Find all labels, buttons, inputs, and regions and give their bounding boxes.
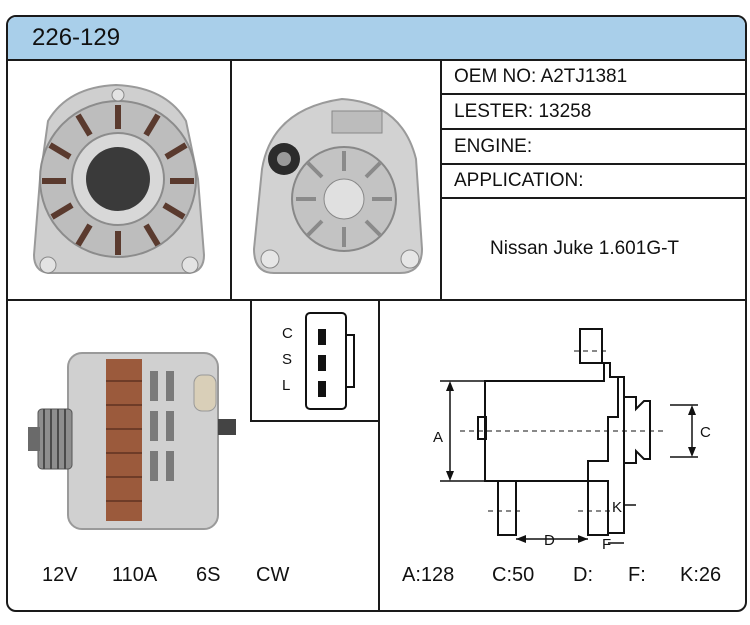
dim-label-d: D bbox=[544, 532, 555, 549]
dim-label-k: K bbox=[612, 499, 622, 516]
divider-middle bbox=[8, 299, 745, 301]
spec-pulley: 6S bbox=[196, 564, 221, 586]
dim-label-f: F bbox=[602, 536, 611, 553]
divider-info-3 bbox=[440, 163, 745, 165]
dimension-drawing: A C D F K bbox=[433, 328, 711, 553]
divider-top-1 bbox=[230, 59, 232, 299]
alternator-rear-view bbox=[32, 83, 206, 274]
application-label: APPLICATION: bbox=[454, 170, 584, 191]
application-value: Nissan Juke 1.601G-T bbox=[490, 238, 680, 259]
product-sheet: 226-129 OEM NO: A2TJ1381 LESTER: 13258 E… bbox=[6, 15, 747, 612]
pin-label-l: L bbox=[282, 377, 291, 394]
dim-label-c: C bbox=[700, 424, 711, 441]
spec-voltage: 12V bbox=[42, 564, 78, 586]
pin-label-s: S bbox=[282, 351, 293, 368]
lester-number: LESTER: 13258 bbox=[454, 101, 592, 122]
dim-value-d: D: bbox=[573, 564, 593, 586]
alternator-back-view bbox=[252, 97, 424, 274]
dim-value-k: K:26 bbox=[680, 564, 722, 586]
engine-label: ENGINE: bbox=[454, 136, 533, 157]
divider-info-4 bbox=[440, 197, 745, 199]
pin-label-c: C bbox=[282, 325, 293, 342]
oem-number: OEM NO: A2TJ1381 bbox=[454, 66, 628, 87]
spec-rotation: CW bbox=[256, 564, 290, 586]
connector-diagram bbox=[305, 312, 355, 410]
spec-amperage: 110A bbox=[112, 564, 158, 586]
dim-value-f: F: bbox=[628, 564, 646, 586]
divider-bottom-1 bbox=[250, 299, 252, 420]
divider-bottom-2 bbox=[378, 299, 380, 610]
divider-top-2 bbox=[440, 59, 442, 299]
dim-value-a: A:128 bbox=[402, 564, 455, 586]
divider-info-1 bbox=[440, 93, 745, 95]
header-bar: 226-129 bbox=[8, 17, 745, 61]
divider-connector-bottom bbox=[250, 420, 380, 422]
part-number: 226-129 bbox=[32, 24, 121, 51]
alternator-side-view bbox=[28, 352, 236, 530]
divider-info-2 bbox=[440, 128, 745, 130]
dim-label-a: A bbox=[433, 429, 443, 446]
dim-value-c: C:50 bbox=[492, 564, 535, 586]
